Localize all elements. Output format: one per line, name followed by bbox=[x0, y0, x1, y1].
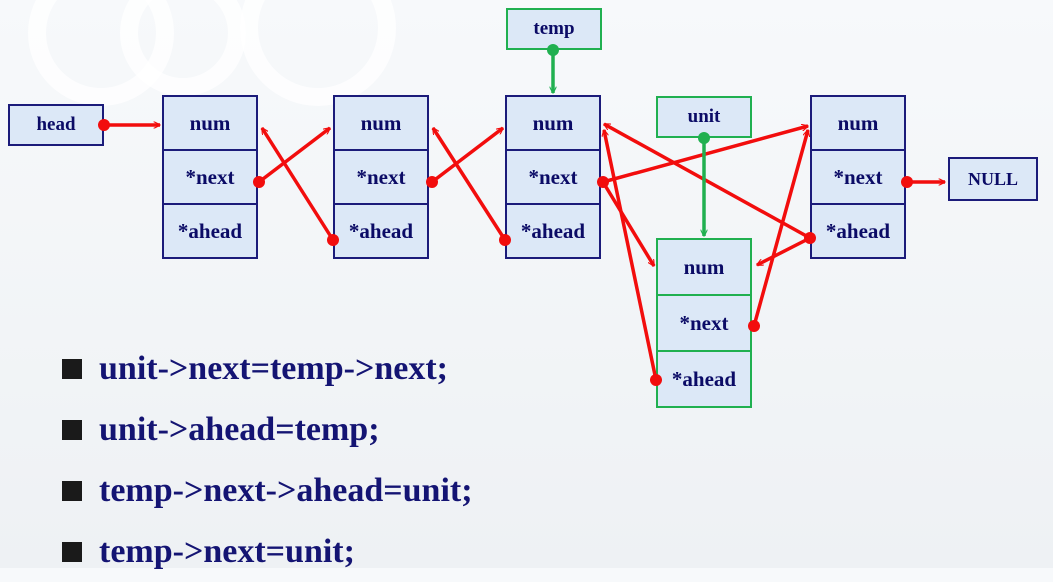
node1-next-arrow bbox=[257, 126, 330, 184]
node-ahead-field: *ahead bbox=[656, 350, 752, 408]
null-terminator-label: NULL bbox=[948, 157, 1038, 201]
pointer-origin-dot bbox=[547, 44, 559, 56]
node-ahead-field: *ahead bbox=[810, 203, 906, 259]
code-statement-item: temp->next->ahead=unit; bbox=[62, 460, 473, 521]
pointer-origin-dot bbox=[499, 234, 511, 246]
node-next-field: *next bbox=[656, 294, 752, 352]
code-statement-text: unit->ahead=temp; bbox=[99, 410, 380, 448]
unit-ahead-to-temp-arrow bbox=[604, 130, 658, 381]
pointer-origin-dot bbox=[901, 176, 913, 188]
pointer-origin-dot bbox=[748, 320, 760, 332]
node4-ahead-to-temp-arrow bbox=[604, 122, 811, 240]
node-ahead-field: *ahead bbox=[162, 203, 258, 259]
node-next-field: *next bbox=[333, 149, 429, 205]
pointer-origin-dot bbox=[327, 234, 339, 246]
pointer-origin-dot bbox=[698, 132, 710, 144]
code-statement-text: temp->next->ahead=unit; bbox=[99, 471, 473, 509]
node-num-field: num bbox=[810, 95, 906, 151]
node-num-field: num bbox=[162, 95, 258, 151]
list-node-4: num *next *ahead bbox=[810, 95, 906, 259]
square-bullet-icon bbox=[62, 419, 82, 440]
pointer-origin-dot bbox=[597, 176, 609, 188]
pointer-arrows bbox=[98, 44, 1053, 386]
pointer-origin-dot bbox=[98, 119, 110, 131]
square-bullet-icon bbox=[62, 480, 82, 501]
code-statement-list: unit->next=temp->next; unit->ahead=temp;… bbox=[62, 338, 473, 582]
unit-next-to-node4-arrow bbox=[752, 130, 808, 327]
list-node-temp: num *next *ahead bbox=[505, 95, 601, 259]
temp-ahead-arrow bbox=[431, 128, 507, 241]
node-ahead-field: *ahead bbox=[505, 203, 601, 259]
list-node-1: num *next *ahead bbox=[162, 95, 258, 259]
code-statement-item: temp->next=unit; bbox=[62, 521, 473, 582]
node2-ahead-arrow bbox=[260, 128, 335, 241]
pointer-origin-dot bbox=[426, 176, 438, 188]
node-ahead-field: *ahead bbox=[333, 203, 429, 259]
code-statement-text: unit->next=temp->next; bbox=[99, 349, 448, 387]
slide: num *next *ahead num *next *ahead num *n… bbox=[8, 0, 1053, 570]
head-pointer-label: head bbox=[8, 104, 104, 146]
node-num-field: num bbox=[505, 95, 601, 151]
temp-next-to-unit-arrow bbox=[601, 181, 656, 266]
list-node-unit: num *next *ahead bbox=[656, 238, 752, 408]
code-statement-item: unit->ahead=temp; bbox=[62, 399, 473, 460]
list-node-2: num *next *ahead bbox=[333, 95, 429, 259]
node-num-field: num bbox=[656, 238, 752, 296]
square-bullet-icon bbox=[62, 358, 82, 379]
pointer-origin-dot bbox=[804, 232, 816, 244]
pointer-origin-dot bbox=[650, 374, 662, 386]
code-statement-item: unit->next=temp->next; bbox=[62, 338, 473, 399]
node4-ahead-to-unit-arrow bbox=[757, 236, 811, 267]
code-statement-text: temp->next=unit; bbox=[99, 532, 355, 570]
pointer-origin-dot bbox=[253, 176, 265, 188]
node2-next-arrow bbox=[430, 126, 503, 184]
square-bullet-icon bbox=[62, 541, 82, 562]
